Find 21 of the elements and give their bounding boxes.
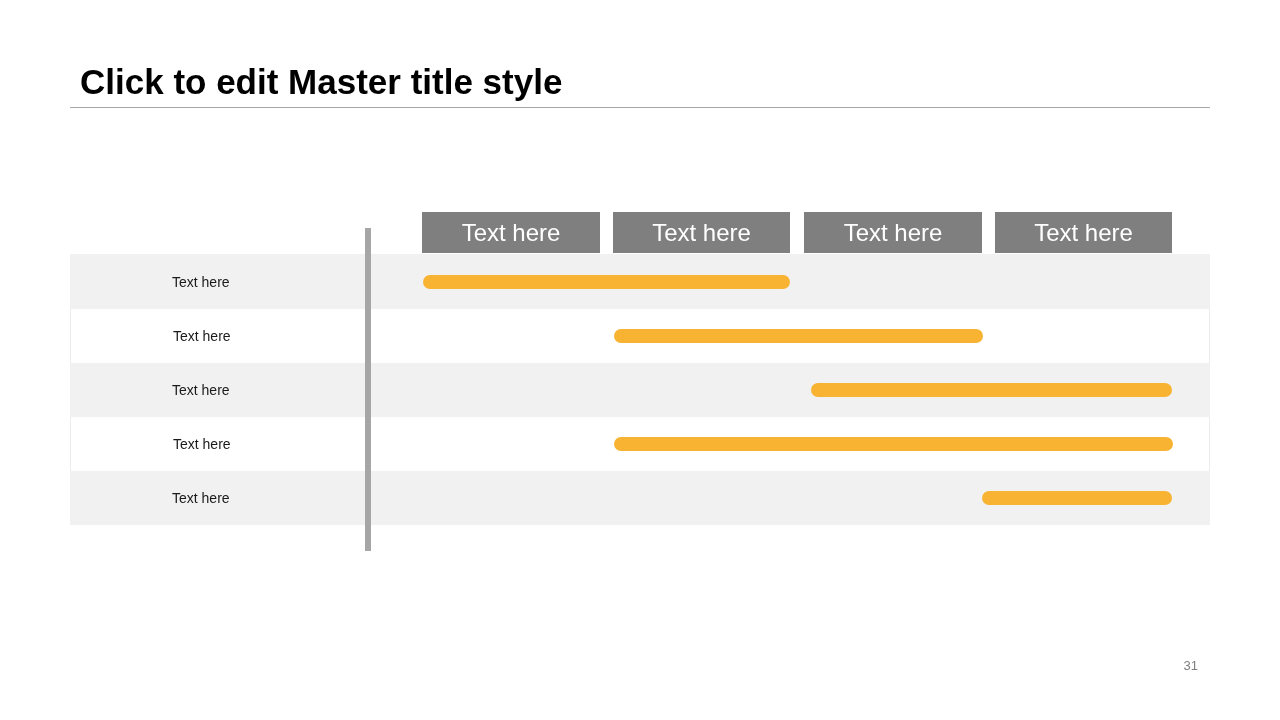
row-label: Text here [172,273,230,291]
timeline-bar [614,437,1173,451]
timeline-bar [614,329,983,343]
table-row [70,363,1210,417]
table-row [70,417,1210,471]
timeline-bar [423,275,790,289]
row-label: Text here [173,327,231,345]
table-row [70,254,1210,309]
timeline-bar [811,383,1172,397]
row-label: Text here [172,381,230,399]
table-row [70,471,1210,525]
row-label: Text here [172,489,230,507]
column-header: Text here [613,212,790,253]
page-number: 31 [1183,658,1198,673]
column-header: Text here [804,212,982,253]
row-label: Text here [173,435,231,453]
table-row [70,309,1210,363]
column-header: Text here [995,212,1172,253]
slide-title: Click to edit Master title style [80,61,563,103]
timeline-bar [982,491,1172,505]
column-header: Text here [422,212,600,253]
